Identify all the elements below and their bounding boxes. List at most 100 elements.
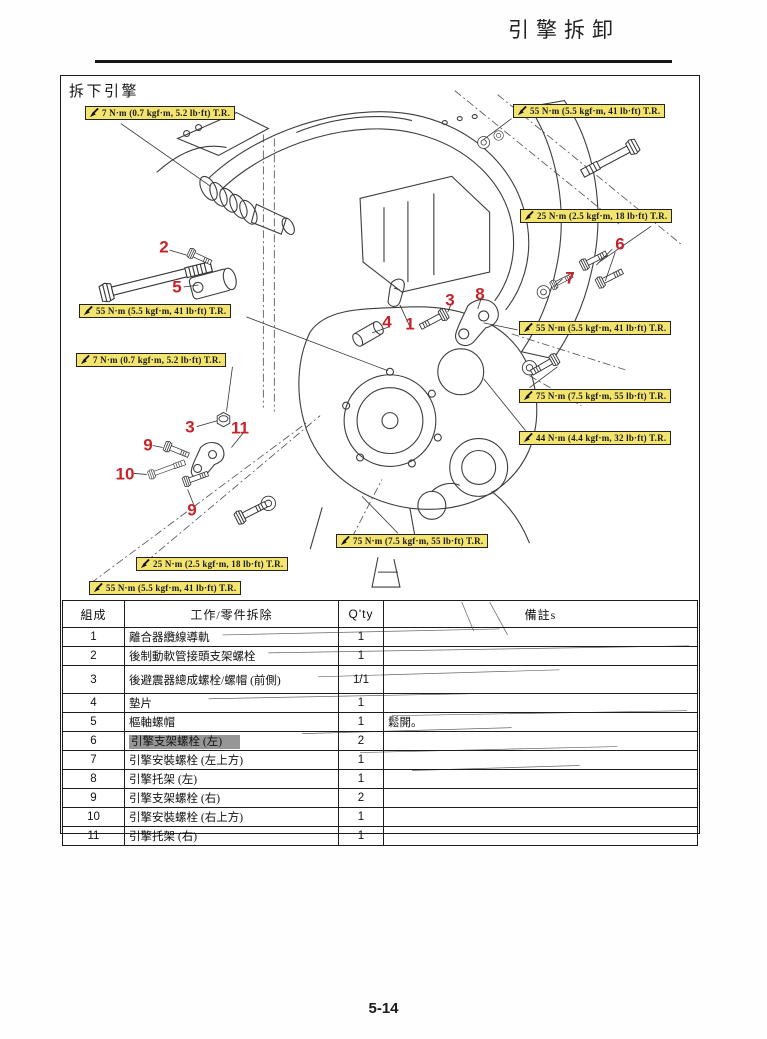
- row-remarks: [383, 731, 698, 751]
- row-job: 引擎安裝螺栓 (左上方): [124, 750, 339, 770]
- row-job: 後避震器總成螺栓/螺帽 (前側): [124, 665, 339, 694]
- table-row: 3 後避震器總成螺栓/螺帽 (前側) 1/1: [62, 665, 698, 694]
- callout-number: 6: [615, 234, 625, 254]
- torque-label-text: 55 N·m (5.5 kgf·m, 41 lb·ft) T.R.: [106, 583, 237, 593]
- row-no: 5: [62, 712, 125, 732]
- table-row: 2 後制動軟管接頭支架螺栓 1: [62, 646, 698, 666]
- row-remarks: [383, 769, 698, 789]
- callout-number: 8: [475, 284, 485, 304]
- row-remarks: [383, 665, 698, 694]
- torque-label: 25 N·m (2.5 kgf·m, 18 lb·ft) T.R.: [136, 557, 289, 571]
- torque-wrench-icon: [340, 536, 350, 546]
- col-header-job: 工作/零件拆除: [124, 600, 339, 628]
- row-qty: 1: [338, 712, 384, 732]
- row-no: 9: [62, 788, 125, 808]
- row-remarks: [383, 646, 698, 666]
- table-row: 9 引擎支架螺栓 (右) 2: [62, 788, 698, 808]
- callout-number: 3: [445, 290, 455, 310]
- callout-number: 1: [405, 314, 415, 334]
- row-qty: 1/1: [338, 665, 384, 694]
- torque-label-text: 55 N·m (5.5 kgf·m, 41 lb·ft) T.R.: [536, 323, 667, 333]
- highlighted-text: 引擎支架螺栓 (左): [129, 735, 241, 749]
- row-job-highlighted: 引擎支架螺栓 (左): [124, 731, 339, 751]
- torque-wrench-icon: [80, 355, 90, 365]
- row-no: 1: [62, 627, 125, 647]
- torque-wrench-icon: [83, 306, 93, 316]
- table-row: 6 引擎支架螺栓 (左) 2: [62, 731, 698, 751]
- engine-bracket-right-art: [190, 442, 225, 479]
- table-row: 10 引擎安裝螺栓 (右上方) 1: [62, 807, 698, 827]
- table-header-row: 組成 工作/零件拆除 Q'ty 備註s: [62, 600, 698, 628]
- torque-wrench-icon: [517, 106, 527, 116]
- page-number: 5-14: [368, 1000, 399, 1017]
- torque-wrench-icon: [89, 108, 99, 118]
- row-no: 2: [62, 646, 125, 666]
- row-job: 引擎托架 (左): [124, 769, 339, 789]
- row-job: 引擎支架螺栓 (右): [124, 788, 339, 808]
- torque-label: 55 N·m (5.5 kgf·m, 41 lb·ft) T.R.: [519, 321, 672, 335]
- leader-lines: [120, 118, 652, 534]
- torque-label: 7 N·m (0.7 kgf·m, 5.2 lb·ft) T.R.: [85, 106, 236, 120]
- torque-label: 75 N·m (7.5 kgf·m, 55 lb·ft) T.R.: [336, 534, 489, 548]
- callout-number: 7: [565, 268, 575, 288]
- page-title: 引擎拆卸: [508, 18, 620, 42]
- torque-label-text: 75 N·m (7.5 kgf·m, 55 lb·ft) T.R.: [353, 536, 484, 546]
- col-header-qty: Q'ty: [338, 600, 384, 628]
- torque-label-text: 55 N·m (5.5 kgf·m, 41 lb·ft) T.R.: [96, 306, 227, 316]
- torque-wrench-icon: [524, 211, 534, 221]
- row-no: 3: [62, 665, 125, 694]
- row-job: 引擎托架 (右): [124, 826, 339, 846]
- torque-label: 7 N·m (0.7 kgf·m, 5.2 lb·ft) T.R.: [76, 353, 227, 367]
- row-no: 10: [62, 807, 125, 827]
- torque-label-text: 7 N·m (0.7 kgf·m, 5.2 lb·ft) T.R.: [93, 355, 222, 365]
- engine-exploded-diagram: [90, 90, 690, 771]
- callout-number: 5: [172, 277, 182, 297]
- row-remarks: [383, 627, 698, 647]
- row-qty: 2: [338, 788, 384, 808]
- col-header-remarks: 備註s: [383, 600, 698, 628]
- torque-wrench-icon: [523, 323, 533, 333]
- callout-number: 2: [159, 237, 169, 257]
- torque-label-text: 44 N·m (4.4 kgf·m, 32 lb·ft) T.R.: [536, 433, 667, 443]
- figure-heading: 拆下引擎: [69, 84, 140, 100]
- row-remarks: [383, 750, 698, 770]
- torque-wrench-icon: [523, 391, 533, 401]
- torque-label-text: 25 N·m (2.5 kgf·m, 18 lb·ft) T.R.: [153, 559, 284, 569]
- col-header-order: 組成: [62, 600, 125, 628]
- torque-label: 55 N·m (5.5 kgf·m, 41 lb·ft) T.R.: [513, 104, 666, 118]
- row-qty: 1: [338, 807, 384, 827]
- row-remarks: 鬆開。: [383, 712, 698, 732]
- row-no: 7: [62, 750, 125, 770]
- row-job: 樞軸螺帽: [124, 712, 339, 732]
- row-qty: 1: [338, 646, 384, 666]
- row-qty: 1: [338, 826, 384, 846]
- row-remarks: [383, 826, 698, 846]
- callout-number: 3: [185, 417, 195, 437]
- torque-label-text: 55 N·m (5.5 kgf·m, 41 lb·ft) T.R.: [530, 106, 661, 116]
- torque-label-text: 7 N·m (0.7 kgf·m, 5.2 lb·ft) T.R.: [102, 108, 231, 118]
- row-qty: 2: [338, 731, 384, 751]
- title-divider: [95, 60, 672, 63]
- starter-part-art: [188, 267, 237, 300]
- torque-label: 25 N·m (2.5 kgf·m, 18 lb·ft) T.R.: [520, 209, 673, 223]
- frame-and-engine-art: [156, 100, 599, 588]
- torque-label: 55 N·m (5.5 kgf·m, 41 lb·ft) T.R.: [89, 581, 242, 595]
- table-row: 7 引擎安裝螺栓 (左上方) 1: [62, 750, 698, 770]
- torque-label: 75 N·m (7.5 kgf·m, 55 lb·ft) T.R.: [519, 389, 672, 403]
- engine-bracket-left-art: [455, 299, 499, 347]
- torque-label-text: 75 N·m (7.5 kgf·m, 55 lb·ft) T.R.: [536, 391, 667, 401]
- row-job: 離合器纜線導軌: [124, 627, 339, 647]
- row-no: 8: [62, 769, 125, 789]
- table-row: 1 離合器纜線導軌 1: [62, 627, 698, 647]
- parts-table: 組成 工作/零件拆除 Q'ty 備註s 1 離合器纜線導軌 1 2 後制動軟管接…: [62, 600, 698, 846]
- row-job: 墊片: [124, 693, 339, 713]
- row-no: 6: [62, 731, 125, 751]
- cable-guide-art: [387, 278, 405, 308]
- torque-label: 55 N·m (5.5 kgf·m, 41 lb·ft) T.R.: [79, 304, 232, 318]
- table-row: 8 引擎托架 (左) 1: [62, 769, 698, 789]
- shock-absorber-art: [199, 175, 295, 236]
- callout-number: 11: [231, 418, 249, 438]
- row-remarks: [383, 788, 698, 808]
- row-qty: 1: [338, 693, 384, 713]
